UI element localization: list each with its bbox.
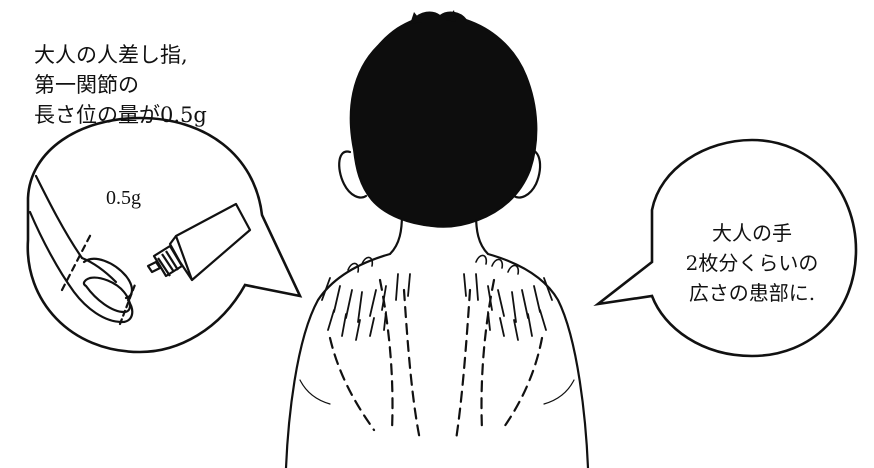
left-caption: 大人の人差し指, 第一関節の 長さ位の量が0.5g: [34, 40, 207, 130]
right-caption: 大人の手 2枚分くらいの 広さの患部に.: [666, 218, 838, 308]
left-caption-line-1: 大人の人差し指,: [34, 40, 207, 70]
hair-shape: [351, 10, 537, 227]
right-caption-line-2: 2枚分くらいの: [666, 248, 838, 278]
left-caption-line-3: 長さ位の量が0.5g: [34, 100, 207, 130]
amount-label: 0.5g: [106, 188, 141, 208]
right-caption-line-3: 広さの患部に.: [666, 278, 838, 308]
right-caption-line-1: 大人の手: [666, 218, 838, 248]
left-caption-line-2: 第一関節の: [34, 70, 207, 100]
